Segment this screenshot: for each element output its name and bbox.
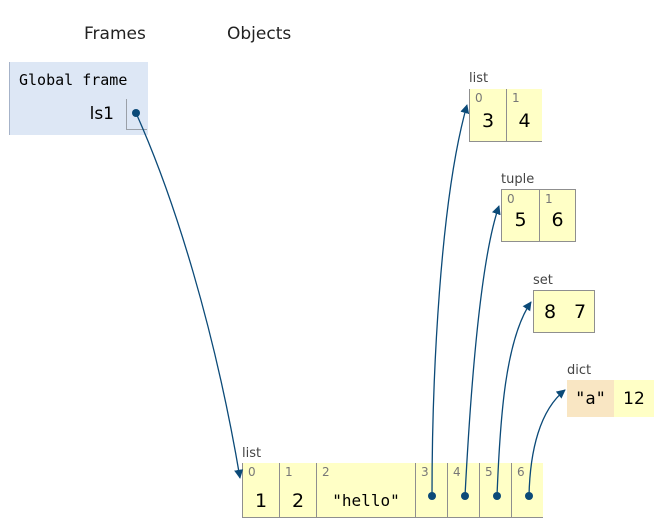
list-main-cell: 2 "hello"	[316, 463, 415, 518]
list-main-cell: 6	[511, 463, 543, 518]
dict-key-text: "a"	[575, 389, 606, 409]
tuple-object: 0 5 1 6	[501, 189, 576, 242]
variable-ls1-pointer-slot[interactable]	[126, 99, 147, 130]
list-small-object: 0 3 1 4	[469, 89, 542, 142]
list-main-type-label: list	[242, 446, 262, 461]
variable-ls1-name: ls1	[89, 104, 114, 124]
cell-index: 1	[285, 465, 293, 479]
cell-value: "hello"	[332, 491, 400, 510]
cell-index: 0	[507, 192, 515, 206]
pointer-dot-cell4	[461, 492, 469, 500]
tuple-cell: 1 6	[539, 189, 576, 242]
cell-value: 4	[518, 110, 531, 132]
cell-value: 2	[291, 490, 305, 512]
cell-value: 6	[551, 209, 564, 231]
cell-index: 2	[322, 465, 330, 479]
list-small-cell: 1 4	[506, 89, 542, 142]
arrow-cell6-to-dict	[528, 389, 566, 497]
global-frame-title: Global frame	[19, 71, 128, 89]
dict-key: "a"	[567, 380, 614, 417]
arrow-ls1-to-list	[135, 112, 244, 479]
cell-index: 5	[485, 465, 493, 479]
cell-index: 1	[512, 91, 520, 105]
arrow-cell4-to-tuple	[464, 205, 501, 497]
cell-value: 1	[254, 490, 268, 512]
pointer-dot-cell3	[428, 492, 436, 500]
cell-value: 5	[514, 209, 527, 231]
cell-index: 4	[453, 465, 461, 479]
global-frame: Global frame ls1	[9, 62, 148, 135]
set-element: 7	[574, 301, 587, 323]
list-small-type-label: list	[469, 71, 489, 86]
objects-header: Objects	[227, 24, 292, 44]
cell-index: 0	[475, 91, 483, 105]
set-type-label: set	[533, 273, 553, 288]
dict-value: 12	[614, 380, 654, 417]
list-main-cell: 5	[479, 463, 511, 518]
list-main-object: 0 1 1 2 2 "hello" 3 4 5 6	[242, 463, 543, 518]
tuple-cell: 0 5	[501, 189, 539, 242]
pointer-dot-ls1	[132, 109, 140, 117]
dict-object: "a" 12	[567, 380, 654, 417]
cell-value: 3	[481, 110, 495, 132]
list-main-cell: 0 1	[242, 463, 279, 518]
list-small-cell: 0 3	[469, 89, 506, 142]
set-object: 8 7	[533, 290, 595, 333]
cell-index: 6	[517, 465, 525, 479]
frames-header: Frames	[84, 24, 146, 44]
arrow-cell3-to-list-small	[431, 104, 470, 497]
cell-index: 1	[545, 192, 553, 206]
arrow-cell5-to-set	[496, 301, 532, 497]
list-main-cell: 1 2	[279, 463, 316, 518]
dict-type-label: dict	[567, 363, 592, 378]
pointer-dot-cell6	[525, 492, 533, 500]
dict-value-text: 12	[623, 389, 645, 409]
pointer-dot-cell5	[493, 492, 501, 500]
list-main-cell: 4	[447, 463, 479, 518]
cell-index: 3	[421, 465, 429, 479]
set-element: 8	[544, 301, 557, 323]
cell-index: 0	[248, 465, 256, 479]
tuple-type-label: tuple	[501, 172, 535, 187]
list-main-cell: 3	[415, 463, 447, 518]
